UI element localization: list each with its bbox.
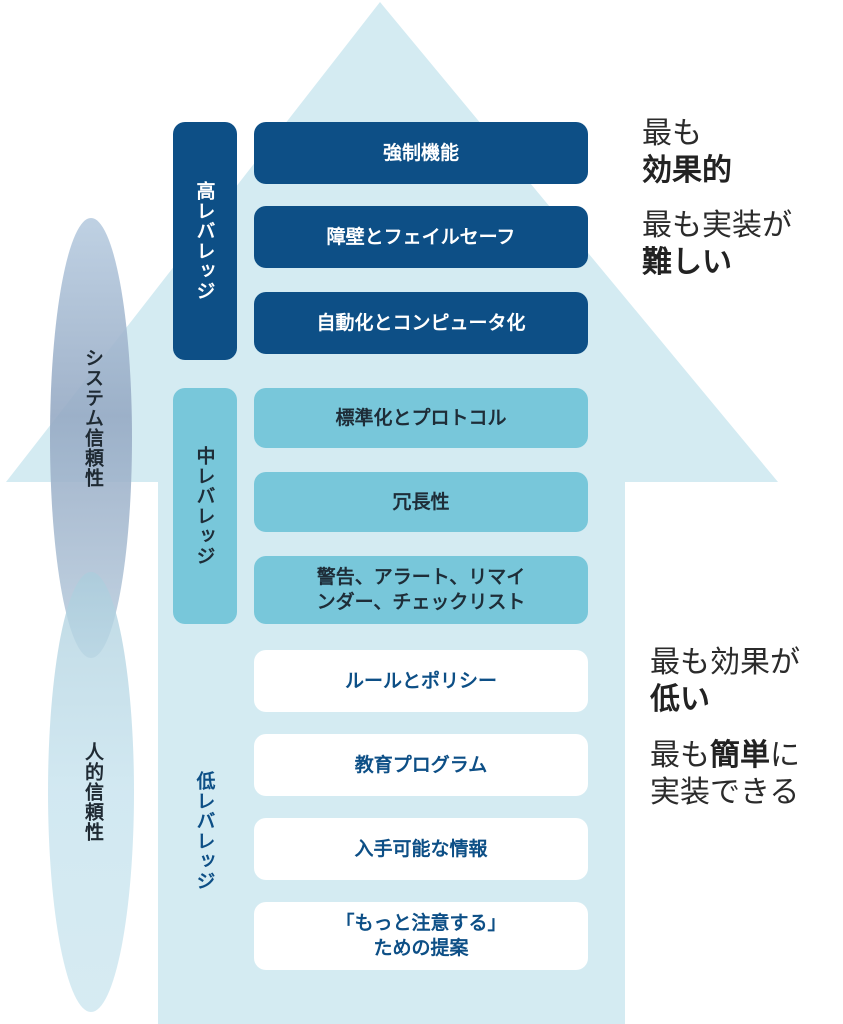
- mid-leverage-label: 中レバレッジ: [193, 446, 216, 566]
- note-least-effective: 最も効果が 低い: [650, 645, 800, 718]
- box-redundancy: 冗長性: [254, 472, 588, 532]
- box-standardization: 標準化とプロトコル: [254, 388, 588, 448]
- note-text: 最も: [642, 116, 702, 151]
- note-text: 最も実装が: [642, 208, 792, 243]
- high-leverage-label: 高レバレッジ: [193, 181, 216, 301]
- note-easiest-to-implement: 最も簡単に 実装できる: [650, 738, 800, 811]
- note-text: 最も: [650, 738, 710, 773]
- low-leverage-panel: 低レバレッジ: [173, 650, 237, 1012]
- human-reliability-label: 人的信頼性: [82, 742, 104, 842]
- system-reliability-label: システム信頼性: [82, 348, 104, 488]
- box-education: 教育プログラム: [254, 734, 588, 796]
- note-text-bold: 低い: [650, 681, 710, 717]
- box-barriers-failsafes: 障壁とフェイルセーフ: [254, 206, 588, 268]
- note-text-bold: 簡単: [710, 738, 770, 773]
- box-rules-policies: ルールとポリシー: [254, 650, 588, 712]
- mid-leverage-panel: 中レバレッジ: [173, 388, 237, 624]
- high-leverage-panel: 高レバレッジ: [173, 122, 237, 360]
- note-text: 最も効果が: [650, 645, 800, 680]
- human-reliability-oval: [48, 572, 134, 1012]
- note-text: に: [770, 738, 800, 773]
- box-forcing-functions: 強制機能: [254, 122, 588, 184]
- note-text: 実装できる: [650, 774, 800, 810]
- low-leverage-label: 低レバレッジ: [193, 771, 216, 891]
- box-automation: 自動化とコンピュータ化: [254, 292, 588, 354]
- box-available-info: 入手可能な情報: [254, 818, 588, 880]
- box-alerts-checklists: 警告、アラート、リマイ ンダー、チェックリスト: [254, 556, 588, 624]
- note-text-bold: 効果的: [642, 152, 732, 188]
- box-be-careful: 「もっと注意する」 ための提案: [254, 902, 588, 970]
- note-text-bold: 難しい: [642, 244, 732, 280]
- note-most-effective: 最も 効果的: [642, 116, 732, 189]
- note-hardest-to-implement: 最も実装が 難しい: [642, 208, 792, 281]
